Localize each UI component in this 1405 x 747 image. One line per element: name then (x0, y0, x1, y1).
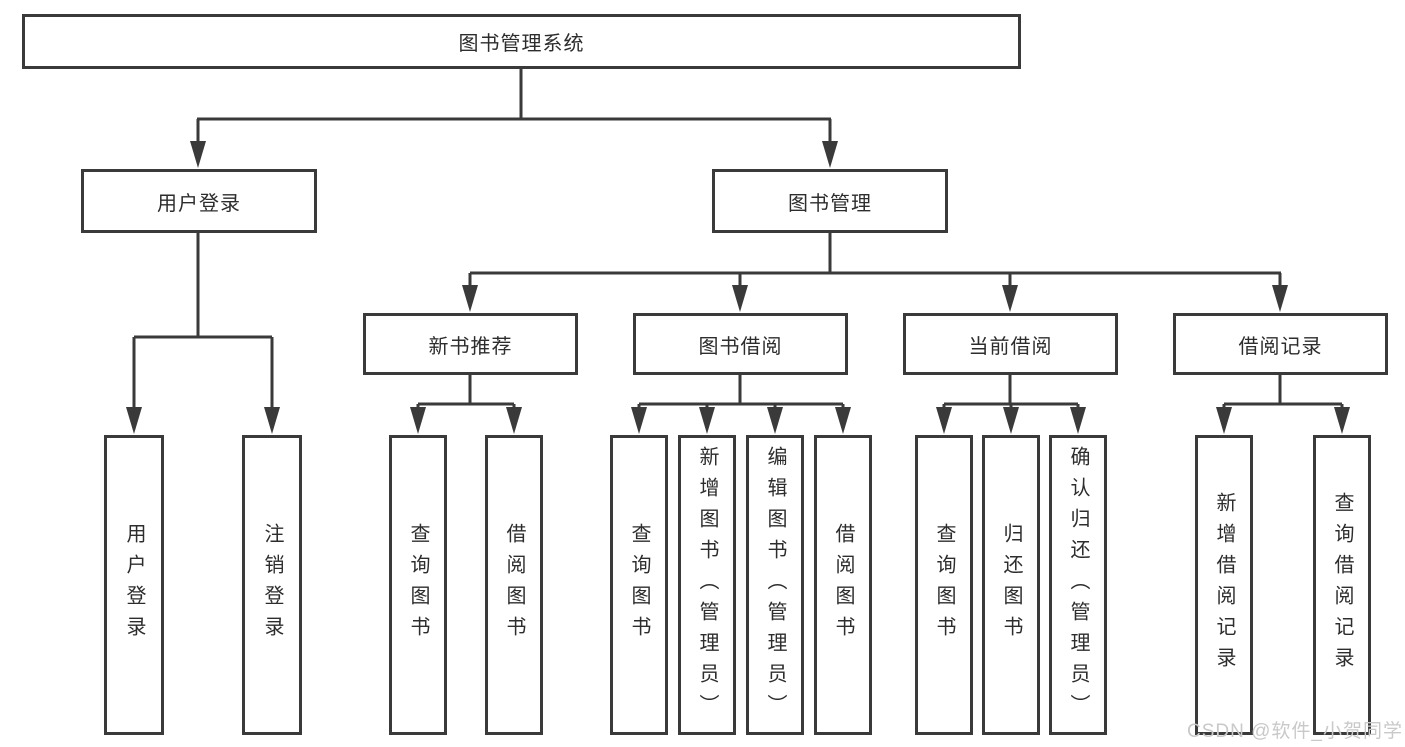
node-label: 确认归还（管理员） (1067, 445, 1089, 725)
node-label: 新增图书（管理员） (696, 445, 718, 725)
node-book-borrowing: 图书借阅 (633, 313, 848, 375)
node-label: 借阅图书 (503, 523, 525, 647)
node-label: 查询图书 (628, 523, 650, 647)
node-label: 查询图书 (407, 523, 429, 647)
leaf-return-books: 归还图书 (982, 435, 1040, 735)
node-current-borrowing: 当前借阅 (903, 313, 1118, 375)
leaf-query-books-current: 查询图书 (915, 435, 973, 735)
leaf-query-books-borrow: 查询图书 (610, 435, 668, 735)
node-label: 新增借阅记录 (1213, 492, 1235, 678)
node-label: 查询借阅记录 (1331, 492, 1353, 678)
leaf-edit-books-admin: 编辑图书（管理员） (746, 435, 804, 735)
leaf-borrow-books: 借阅图书 (814, 435, 872, 735)
leaf-query-borrow-record: 查询借阅记录 (1313, 435, 1371, 735)
node-label: 借阅记录 (1238, 335, 1323, 358)
node-label: 图书借阅 (698, 335, 783, 358)
leaf-logout: 注销登录 (242, 435, 302, 735)
node-label: 编辑图书（管理员） (764, 445, 786, 725)
csdn-watermark: CSDN @软件_小贺同学 (1187, 721, 1403, 742)
node-library-system: 图书管理系统 (22, 14, 1021, 69)
leaf-query-books-recommend: 查询图书 (389, 435, 447, 735)
node-user-login: 用户登录 (81, 169, 317, 233)
leaf-add-borrow-record: 新增借阅记录 (1195, 435, 1253, 735)
arrowhead-icons (126, 141, 1350, 434)
node-borrowing-records: 借阅记录 (1173, 313, 1388, 375)
node-label: 当前借阅 (968, 335, 1053, 358)
leaf-user-login: 用户登录 (104, 435, 164, 735)
leaf-add-books-admin: 新增图书（管理员） (678, 435, 736, 735)
connector-lines (132, 66, 1344, 408)
leaf-confirm-return-admin: 确认归还（管理员） (1049, 435, 1107, 735)
node-label: 查询图书 (933, 523, 955, 647)
node-new-book-recommend: 新书推荐 (363, 313, 578, 375)
leaf-borrow-books-recommend: 借阅图书 (485, 435, 543, 735)
node-label: 用户登录 (123, 523, 145, 647)
node-label: 注销登录 (261, 523, 283, 647)
node-label: 图书管理系统 (458, 33, 585, 55)
node-label: 图书管理 (788, 192, 872, 215)
node-label: 归还图书 (1000, 523, 1022, 647)
node-book-management: 图书管理 (712, 169, 948, 233)
node-label: 借阅图书 (832, 523, 854, 647)
node-label: 新书推荐 (428, 335, 513, 358)
node-label: 用户登录 (157, 192, 241, 215)
